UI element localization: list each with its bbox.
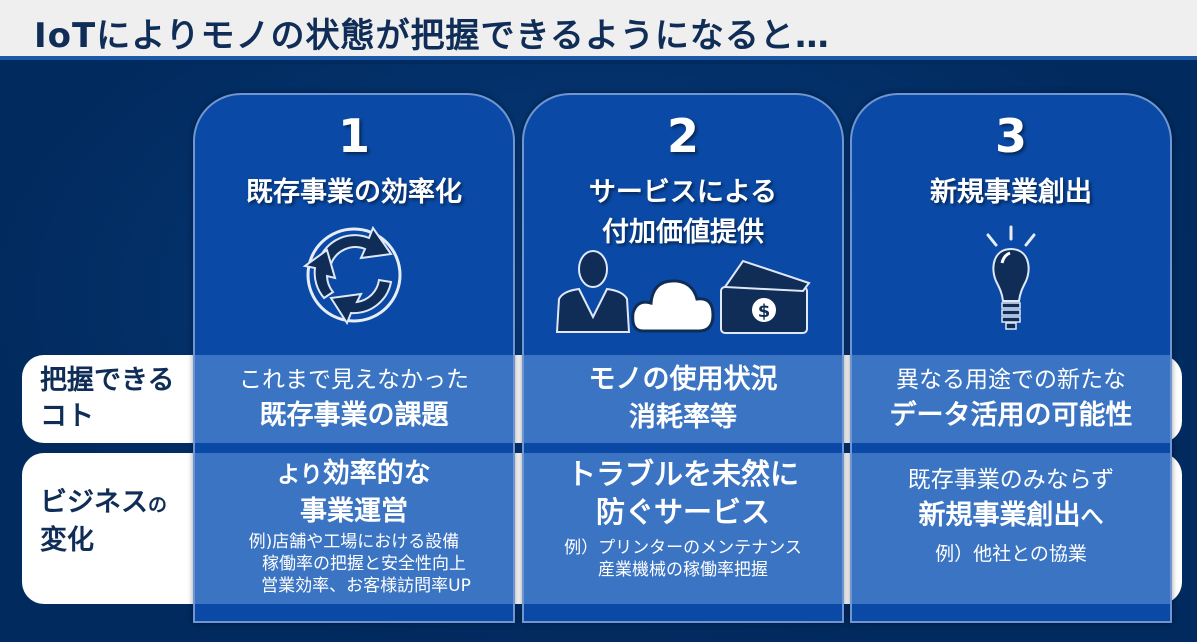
column-number: 2 [666, 109, 699, 163]
cycle-arrows-icon [195, 220, 513, 330]
row-label: ビジネスの変化 [40, 487, 168, 556]
column-number: 1 [337, 109, 370, 163]
row-label: 把握できるコト [40, 365, 175, 432]
column-efficiency: 1 既存事業の効率化 これまで見えなかった 既存事業の課題 より効率的な 事業運… [193, 93, 515, 623]
person-cloud-money-icon: $ [524, 247, 842, 337]
column-number: 3 [994, 109, 1027, 163]
title-bar: IoTによりモノの状態が把握できるようになると… [0, 0, 1197, 60]
knowable-cell: モノの使用状況 消耗率等 [524, 355, 842, 443]
svg-text:$: $ [758, 301, 771, 322]
lightbulb-icon [852, 223, 1170, 333]
knowable-cell: これまで見えなかった 既存事業の課題 [195, 355, 513, 443]
change-cell: トラブルを未然に 防ぐサービス 例）プリンターのメンテナンス 産業機械の稼働率把… [524, 453, 842, 604]
change-cell: 既存事業のみならず 新規事業創出へ 例）他社との協業 [852, 453, 1170, 604]
knowable-cell: 異なる用途での新たな データ活用の可能性 [852, 355, 1170, 443]
column-new-business: 3 新規事業創出 異なる用途での新たな データ活用の可能性 既存事業のみならず … [850, 93, 1172, 623]
column-heading: 新規事業創出 [930, 177, 1092, 208]
change-cell: より効率的な 事業運営 例)店舗や工場における設備 稼働率の把握と安全性向上 営… [195, 453, 513, 604]
column-heading: サービスによる付加価値提供 [588, 177, 778, 248]
slide-title: IoTによりモノの状態が把握できるようになると… [34, 16, 830, 56]
column-heading: 既存事業の効率化 [246, 177, 462, 208]
column-added-value: 2 サービスによる付加価値提供 $ モノの使用状況 消耗率等 トラブルを未然に … [522, 93, 844, 623]
